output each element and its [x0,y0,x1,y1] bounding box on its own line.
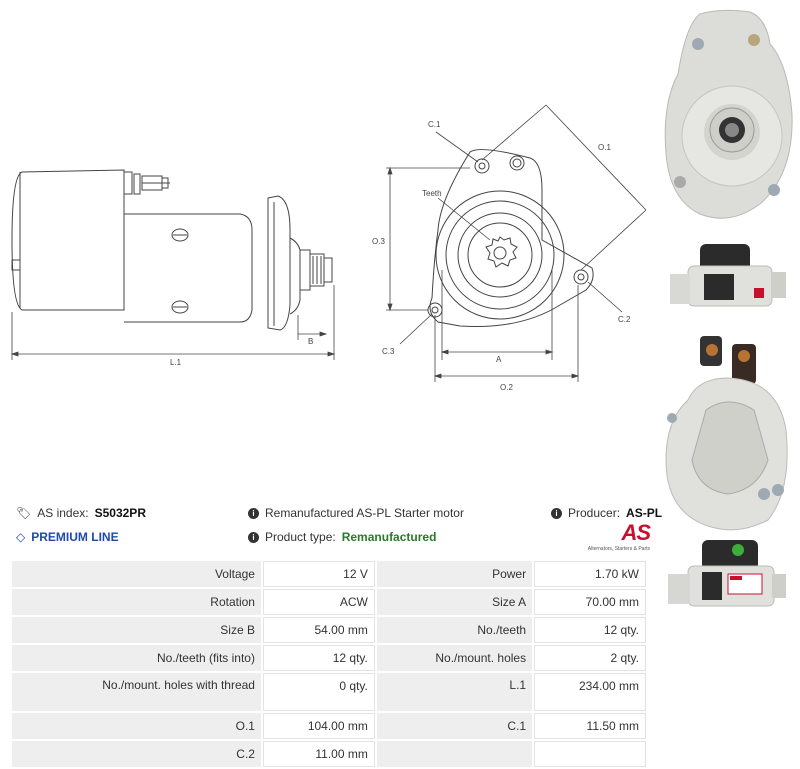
dim-label-l1: L.1 [170,358,182,367]
table-row: C.2 11.00 mm [12,741,646,767]
description-row: i Remanufactured AS-PL Starter motor [248,506,464,520]
spec-value: 234.00 mm [534,673,646,711]
dim-label-o3: O.3 [372,237,385,246]
info-icon: i [248,531,259,543]
spec-value: 11.50 mm [534,713,646,739]
producer-row: i Producer: AS-PL [551,506,662,520]
spec-label: No./mount. holes with thread [12,673,261,711]
logo-mark: AS [621,520,651,545]
product-type-label: Product type: [265,530,336,544]
dim-label-c2: C.2 [618,315,631,324]
dim-label-o1: O.1 [598,143,611,152]
table-row: No./mount. holes with thread 0 qty. L.1 … [12,673,646,711]
table-row: O.1 104.00 mm C.1 11.50 mm [12,713,646,739]
spec-label: Rotation [12,589,261,615]
table-row: Rotation ACW Size A 70.00 mm [12,589,646,615]
spec-value: ACW [262,589,375,615]
product-photo-rear [665,336,788,531]
spec-label: No./teeth (fits into) [12,645,261,671]
info-icon: i [248,507,259,519]
as-pl-logo: AS Alternators, Starters & Parts [586,520,651,552]
spec-value: 70.00 mm [534,589,646,615]
diamond-icon: ◇ [16,530,26,544]
spec-value: 54.00 mm [262,617,375,643]
spec-label: No./mount. holes [376,645,533,671]
spec-value: 11.00 mm [262,741,375,767]
dim-label-o2: O.2 [500,383,513,392]
dim-label-teeth: Teeth [422,189,442,198]
dim-label-c1: C.1 [428,120,441,129]
product-description: Remanufactured AS-PL Starter motor [265,506,464,520]
spec-value: 2 qty. [534,645,646,671]
logo-subtitle: Alternators, Starters & Parts [587,546,650,552]
spec-value [534,741,646,767]
tag-icon: 🏷 [16,506,32,520]
as-index-row: 🏷 AS index: S5032PR [16,506,146,520]
spec-label [376,741,533,767]
starter-side-view-drawing: L.1 B [10,169,336,367]
spec-value: 12 V [262,561,375,587]
product-photo-side [670,244,786,307]
spec-label: Size A [376,589,533,615]
dim-label-a: A [496,355,502,364]
spec-label: C.2 [12,741,261,767]
spec-label: No./teeth [376,617,533,643]
product-photo-label-side [668,540,786,607]
spec-value: 0 qty. [262,673,375,711]
product-type-row: i Product type: Remanufactured [248,530,436,544]
spec-value: 12 qty. [534,617,646,643]
premium-line-label: PREMIUM LINE [31,530,119,544]
spec-value: 1.70 kW [534,561,646,587]
product-photo-front [664,9,793,219]
table-row: Voltage 12 V Power 1.70 kW [12,561,646,587]
table-row: No./teeth (fits into) 12 qty. No./mount.… [12,645,646,671]
starter-front-view-drawing: C.1 O.1 Teeth O.3 C.2 C.3 A O.2 [372,104,647,392]
table-row: Size B 54.00 mm No./teeth 12 qty. [12,617,646,643]
producer-value: AS-PL [626,506,663,520]
spec-value: 104.00 mm [262,713,375,739]
spec-label: O.1 [12,713,261,739]
spec-table: Voltage 12 V Power 1.70 kW Rotation ACW … [10,559,648,769]
producer-label: Producer: [568,506,621,520]
dim-label-b: B [308,337,313,346]
as-index-label: AS index: [37,506,89,520]
info-icon: i [551,507,562,519]
premium-line-row: ◇ PREMIUM LINE [16,530,119,544]
spec-value: 12 qty. [262,645,375,671]
spec-label: C.1 [376,713,533,739]
spec-label: Voltage [12,561,261,587]
as-index-value: S5032PR [94,506,146,520]
dim-label-c3: C.3 [382,347,395,356]
spec-label: Power [376,561,533,587]
spec-label: L.1 [376,673,533,711]
spec-label: Size B [12,617,261,643]
product-type-value: Remanufactured [341,530,437,544]
